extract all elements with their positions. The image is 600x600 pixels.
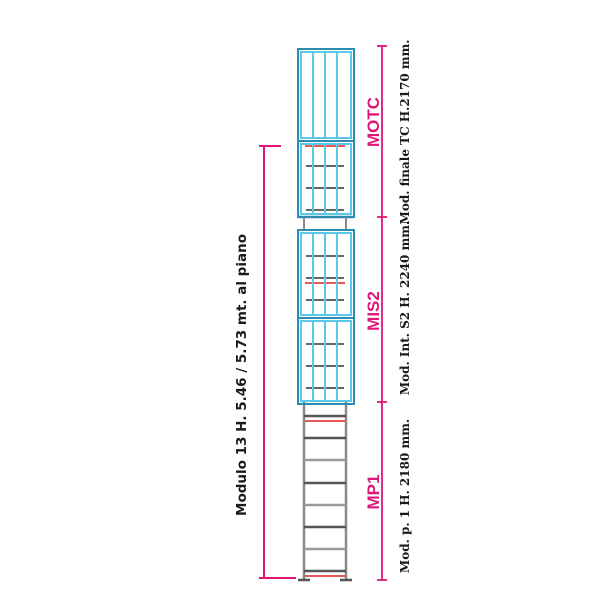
cage-mis2 (297, 229, 355, 405)
cages (297, 48, 355, 405)
section-dimension-line (377, 45, 387, 581)
section-desc-motc: Mod. finale TC H.2170 mm. (398, 40, 412, 225)
section-desc-mp1: Mod. p. 1 H. 2180 mm. (398, 419, 412, 573)
cage-motc (297, 48, 355, 219)
overall-dimension-line (259, 145, 296, 579)
section-code-motc: MOTC (364, 97, 383, 147)
section-code-mp1: MP1 (364, 475, 383, 510)
overall-label: Modulo 13 H. 5.46 / 5.73 mt. al piano (234, 234, 250, 516)
section-code-mis2: MIS2 (364, 291, 383, 331)
section-desc-mis2: Mod. Int. S2 H. 2240 mm. (398, 221, 412, 395)
